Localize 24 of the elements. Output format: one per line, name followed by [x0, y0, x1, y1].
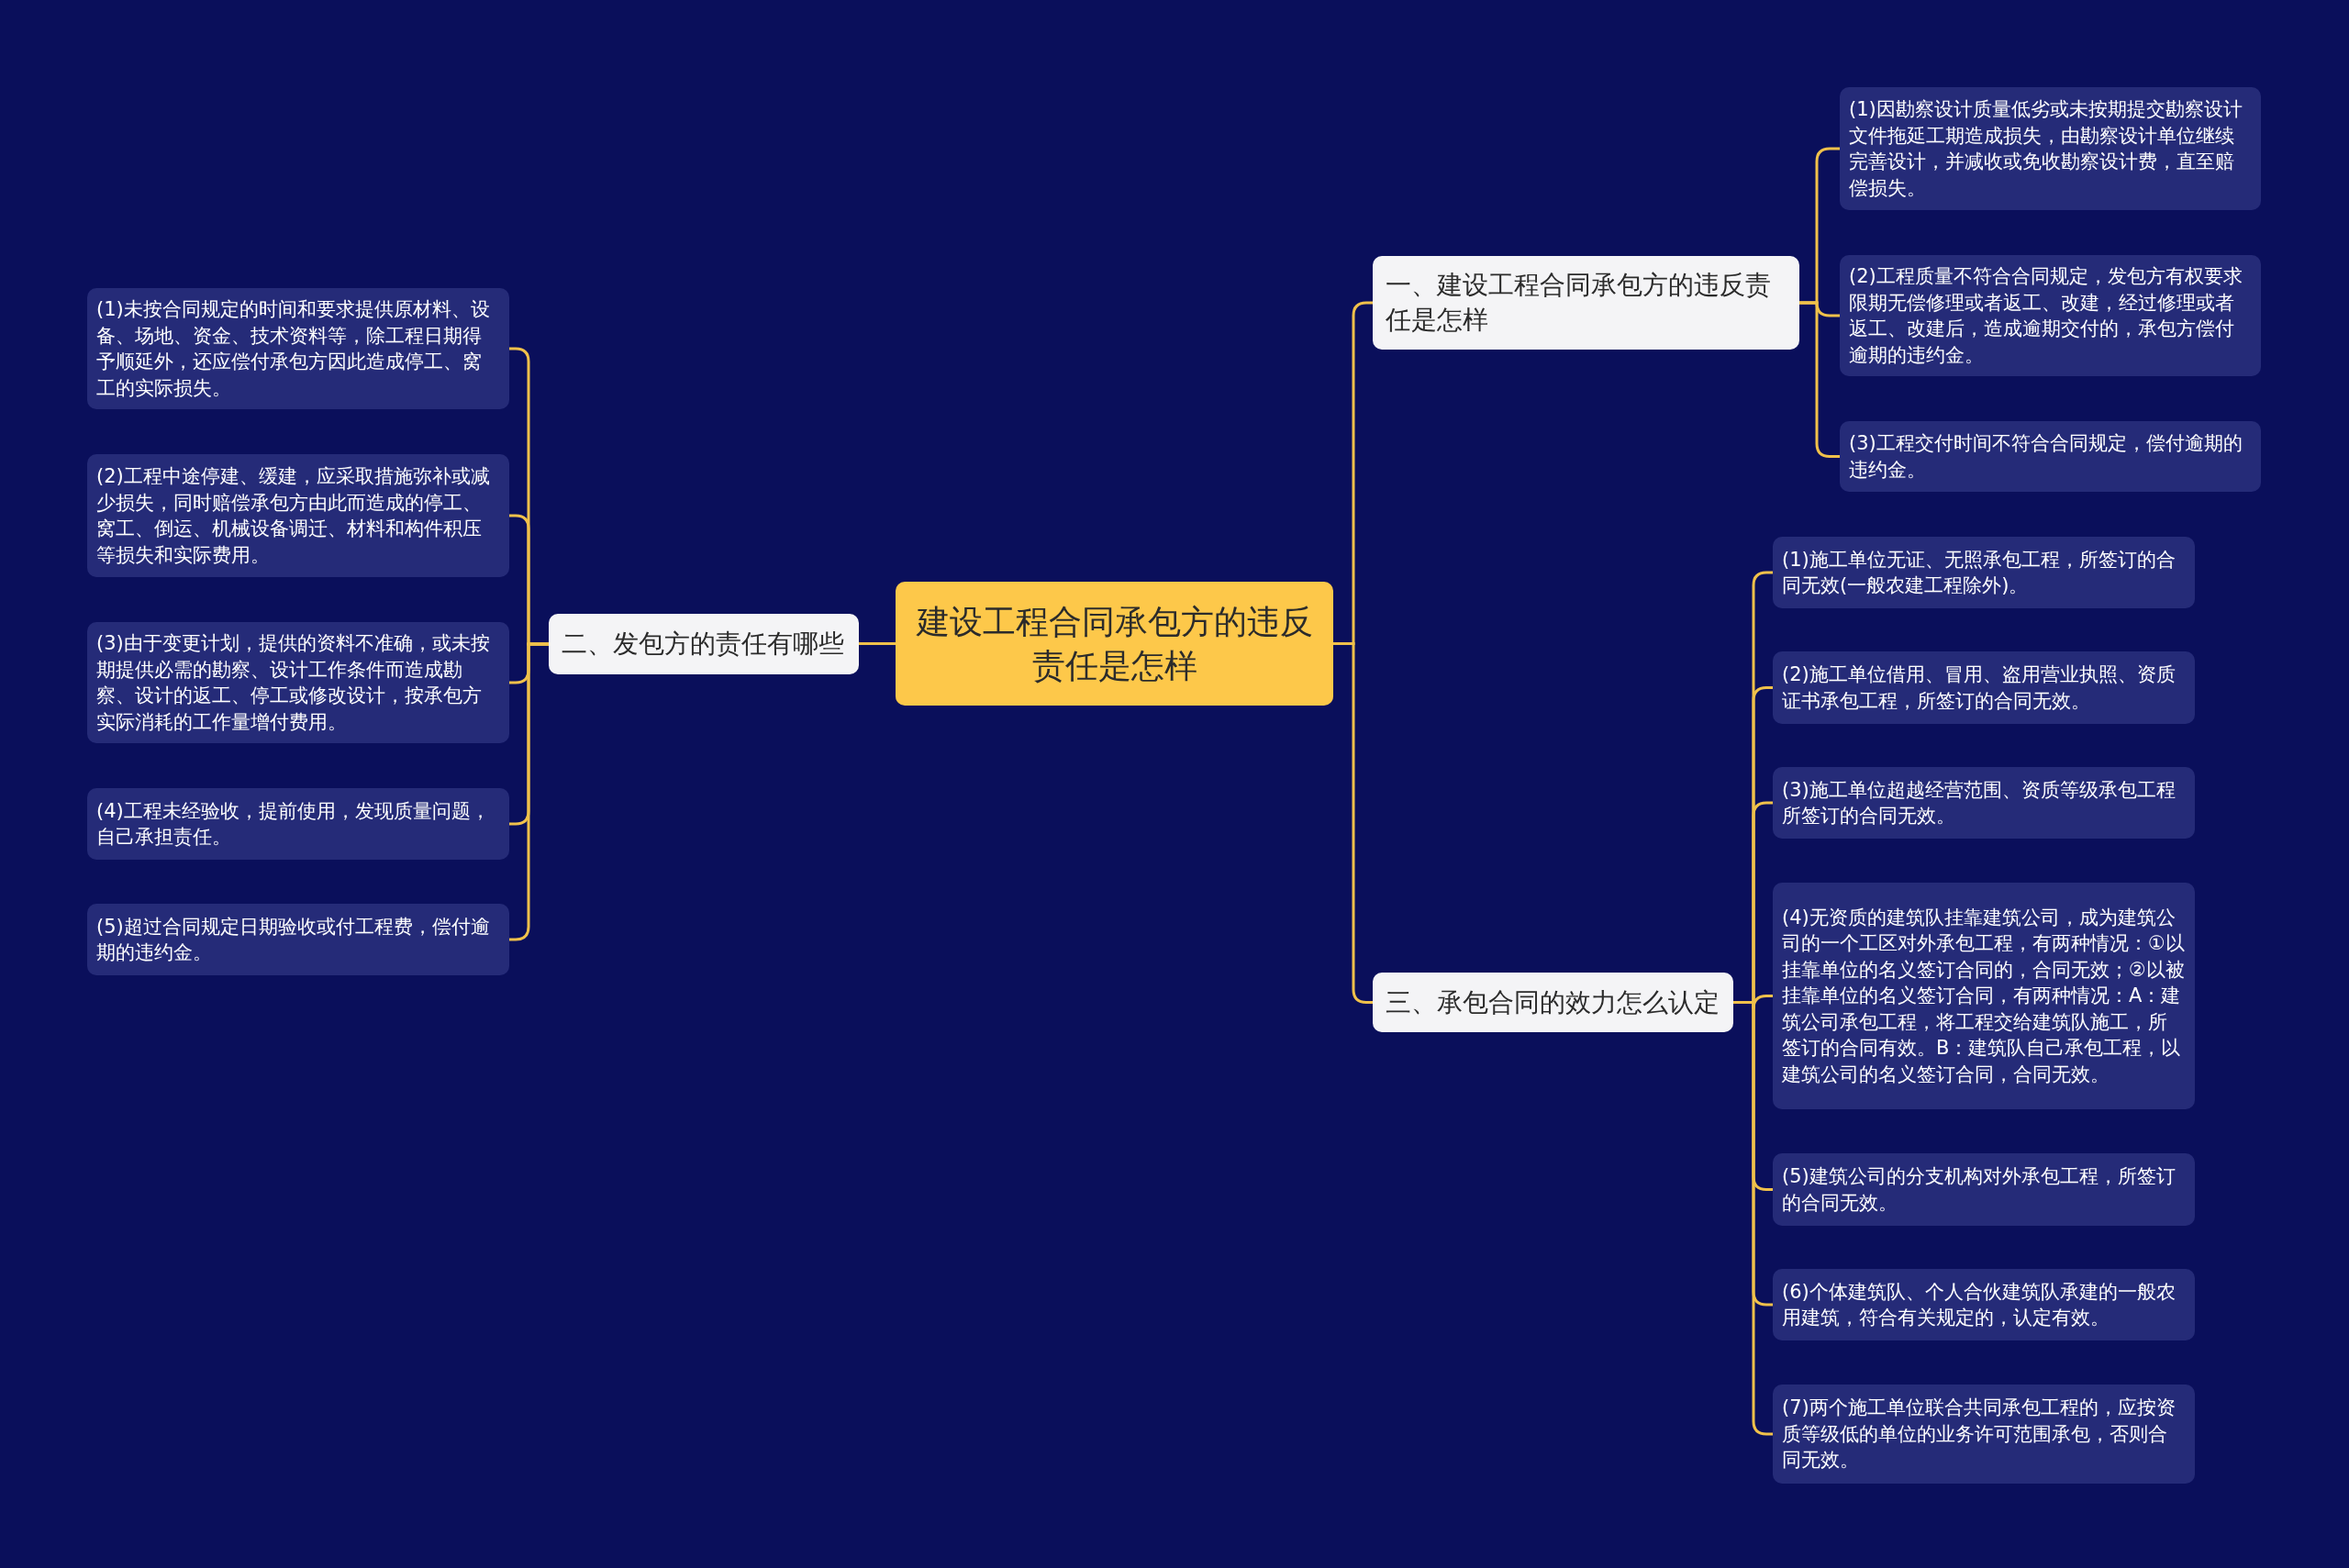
connector-line	[1333, 642, 1373, 1004]
detail-box: (1)因勘察设计质量低劣或未按期提交勘察设计文件拖延工期造成损失，由勘察设计单位继续完善设计，并减收或免收勘察设计费，直至赔偿损失。	[1840, 87, 2261, 210]
connector-line	[859, 642, 896, 645]
detail-box: (5)超过合同规定日期验收或付工程费，偿付逾期的违约金。	[87, 904, 509, 975]
detail-box: (1)施工单位无证、无照承包工程，所签订的合同无效(一般农建工程除外)。	[1773, 537, 2195, 608]
detail-box: (2)工程质量不符合合同规定，发包方有权要求限期无偿修理或者返工、改建，经过修理或者返工、改建后，造成逾期交付的，承包方偿付逾期的违约金。	[1840, 255, 2261, 376]
connector-line	[509, 642, 549, 941]
detail-box: (6)个体建筑队、个人合伙建筑队承建的一般农用建筑，符合有关规定的，认定有效。	[1773, 1269, 2195, 1340]
detail-box: (7)两个施工单位联合共同承包工程的，应按资质等级低的单位的业务许可范围承包，否则合同无效。	[1773, 1385, 2195, 1484]
detail-box: (2)工程中途停建、缓建，应采取措施弥补或减少损失，同时赔偿承包方由此而造成的停工、窝工、倒运、机械设备调迁、材料和构件积压等损失和实际费用。	[87, 454, 509, 577]
detail-box: (5)建筑公司的分支机构对外承包工程，所签订的合同无效。	[1773, 1153, 2195, 1226]
detail-box: (3)施工单位超越经营范围、资质等级承包工程所签订的合同无效。	[1773, 767, 2195, 839]
topic-box: 二、发包方的责任有哪些	[549, 614, 859, 674]
connector-line	[1733, 1001, 1773, 1436]
central-topic-box: 建设工程合同承包方的违反责任是怎样	[896, 582, 1333, 706]
detail-box: (2)施工单位借用、冒用、盗用营业执照、资质证书承包工程，所签订的合同无效。	[1773, 651, 2195, 724]
detail-box: (1)未按合同规定的时间和要求提供原材料、设备、场地、资金、技术资料等，除工程日期得予顺延外，还应偿付承包方因此造成停工、窝工的实际损失。	[87, 288, 509, 409]
topic-box: 三、承包合同的效力怎么认定	[1373, 973, 1733, 1032]
detail-box: (4)无资质的建筑队挂靠建筑公司，成为建筑公司的一个工区对外承包工程，有两种情况：①以挂靠单位的名义签订合同的，合同无效；②以被挂靠单位的名义签订合同，有两种情况：A：建筑公司承包工程，将工程交给建筑队施工，所签订的合同有效。B：建筑队自己承包工程，以建筑公司的名义签订合同，合同无效。	[1773, 883, 2195, 1109]
detail-box: (3)由于变更计划，提供的资料不准确，或未按期提供必需的勘察、设计工作条件而造成勘察、设计的返工、停工或修改设计，按承包方实际消耗的工作量增付费用。	[87, 622, 509, 743]
detail-box: (4)工程未经验收，提前使用，发现质量问题，自己承担责任。	[87, 788, 509, 860]
detail-box: (3)工程交付时间不符合合同规定，偿付逾期的违约金。	[1840, 421, 2261, 492]
connector-line	[1799, 301, 1840, 458]
topic-box: 一、建设工程合同承包方的违反责任是怎样	[1373, 256, 1799, 350]
